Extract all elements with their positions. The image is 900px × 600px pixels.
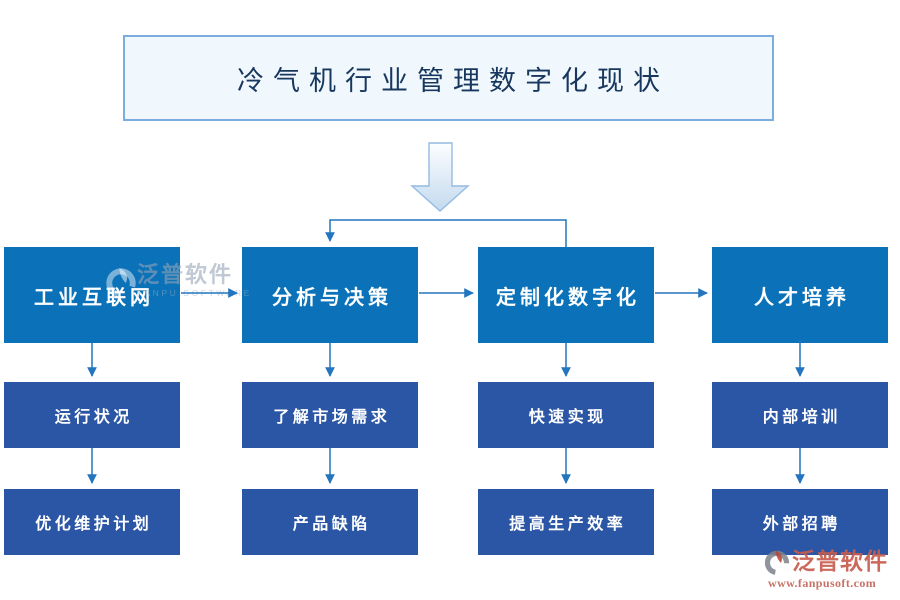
- node-label: 外部招聘: [762, 516, 841, 533]
- node-label: 快速实现: [528, 409, 607, 426]
- node-label: 运行状况: [54, 409, 133, 426]
- node-talent-cultivation: 人才培养: [712, 247, 888, 343]
- top-bracket-connector: [325, 219, 567, 247]
- node-optimize-maintenance: 优化维护计划: [4, 489, 180, 555]
- node-label: 分析与决策: [272, 286, 392, 309]
- node-label: 工业互联网: [34, 286, 154, 309]
- node-label: 了解市场需求: [273, 409, 391, 426]
- node-label: 产品缺陷: [292, 516, 371, 533]
- node-production-efficiency: 提高生产效率: [478, 489, 654, 555]
- node-label: 优化维护计划: [35, 516, 153, 533]
- watermark-url: www.fanpusoft.com: [768, 576, 877, 590]
- node-label: 人才培养: [754, 286, 850, 309]
- watermark-fanpu-corner: 泛普软件 www.fanpusoft.com: [764, 549, 888, 591]
- node-internal-training: 内部培训: [712, 382, 888, 448]
- node-industrial-internet: 工业互联网: [4, 247, 180, 343]
- page-title: 冷气机行业管理数字化现状: [237, 65, 669, 96]
- node-operating-status: 运行状况: [4, 382, 180, 448]
- node-quick-implementation: 快速实现: [478, 382, 654, 448]
- title-down-block-arrow: [410, 142, 470, 212]
- node-product-defects: 产品缺陷: [242, 489, 418, 555]
- node-label: 内部培训: [762, 409, 841, 426]
- node-label: 提高生产效率: [509, 516, 627, 533]
- title-box: 冷气机行业管理数字化现状: [123, 35, 774, 121]
- node-external-recruitment: 外部招聘: [712, 489, 888, 555]
- node-custom-digitalization: 定制化数字化: [478, 247, 654, 343]
- node-analysis-decision: 分析与决策: [242, 247, 418, 343]
- node-label: 定制化数字化: [496, 286, 640, 309]
- node-market-demand: 了解市场需求: [242, 382, 418, 448]
